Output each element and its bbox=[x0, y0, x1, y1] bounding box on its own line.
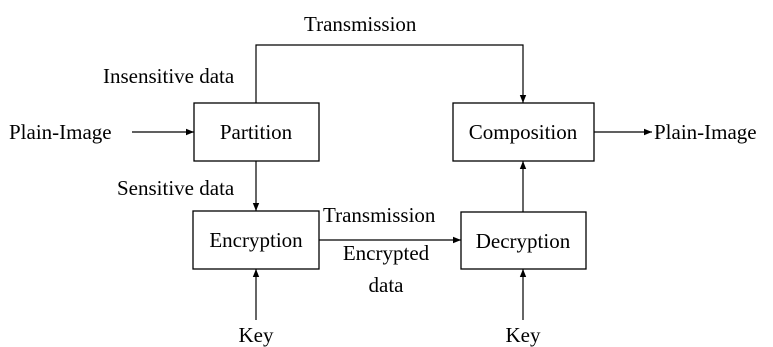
key-right-label: Key bbox=[506, 323, 541, 347]
composition-box bbox=[452, 102, 595, 162]
partition-label: Partition bbox=[220, 120, 293, 144]
encrypted-data-label-line2: data bbox=[369, 273, 405, 297]
transmission-top-path bbox=[255, 44, 527, 103]
decryption-label: Decryption bbox=[476, 229, 571, 253]
transmission-top-label: Transmission bbox=[304, 12, 417, 36]
input-label: Plain-Image bbox=[9, 120, 112, 144]
partition-box bbox=[193, 102, 320, 162]
transmission-mid-label: Transmission bbox=[323, 203, 436, 227]
insensitive-data-label: Insensitive data bbox=[103, 64, 235, 88]
encrypted-data-label-line1: Encrypted bbox=[343, 241, 430, 265]
key-left-label: Key bbox=[239, 323, 274, 347]
encryption-label: Encryption bbox=[209, 228, 303, 252]
encryption-box bbox=[192, 210, 320, 270]
composition-label: Composition bbox=[469, 120, 578, 144]
sensitive-data-label: Sensitive data bbox=[117, 176, 235, 200]
output-label: Plain-Image bbox=[654, 120, 757, 144]
